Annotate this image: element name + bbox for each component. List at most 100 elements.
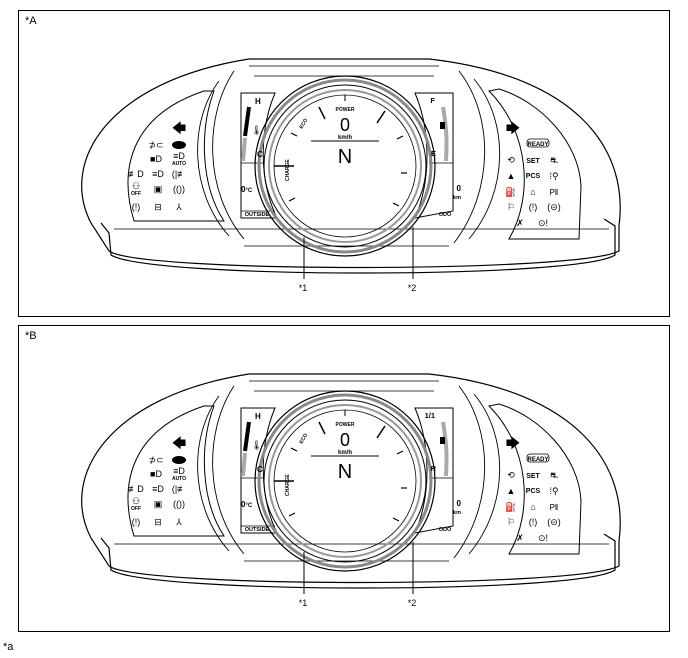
master-warning-icon: ▲ [507,171,516,181]
footnote: *a [3,641,14,653]
low-fuel-icon: ⛽ [505,501,516,512]
speed-value: 0 [340,430,350,450]
callout-2: *2 [408,598,417,608]
front-fog-icon: ≢D [128,484,144,494]
temp-low-label: C [257,150,263,159]
high-beam-icon: ■D [150,469,162,479]
callout-2: *2 [408,283,417,293]
left-turn-signal-icon: 🡄 [172,120,186,136]
odometer-unit: km [453,510,461,516]
abs-icon: (⊝) [547,517,561,527]
cruise-control-icon: ⟲ [507,155,515,165]
cruise-set-label: SET [526,158,540,165]
lower-flange [100,533,616,589]
brake-warning-icon: (!) [132,517,141,527]
parking-assist-icon: P⦀ [550,188,559,197]
dial-power-label: POWER [336,107,355,113]
seatbelt-reminder-icon: ⅄ [175,202,182,212]
fuel-level-bar [441,421,449,477]
vsc-off-icon: ⚇ [132,496,140,506]
slip-indicator-icon: ▣ [154,499,163,509]
temp-high-label: H [255,412,261,421]
auto-headlight-icon: ≡D [173,466,185,476]
slip-indicator-icon: ▣ [154,184,163,194]
dial-power-label: POWER [336,422,355,428]
callout-1: *1 [299,283,308,293]
clearance-lamp-icon: ⊅⊂ [148,140,163,150]
ev-mode-icon [172,141,186,149]
odo-label: ODO [439,527,452,533]
cruise-control-icon: ⟲ [507,470,515,480]
coolant-temp-icon: 🌡 [251,125,262,135]
brake-hold-icon: (()) [173,184,185,194]
rear-fog-icon: (|≢ [172,169,186,179]
dial-charge-label: CHARGE [285,159,291,181]
ready-indicator-label: READY [527,457,548,463]
power-steering-icon: ⊙! [538,533,548,543]
dial-outer-ring [254,75,436,257]
dial-charge-label: CHARGE [285,474,291,496]
coolant-temp-icon: 🌡 [251,440,262,450]
right-warning-panel [487,88,582,240]
odometer-unit: km [453,195,461,201]
fuel-pump-icon [440,437,445,444]
pcs-label: PCS [526,488,541,495]
left-warning-panel [127,405,225,537]
ready-indicator [526,138,550,148]
panel-label: *B [25,330,37,342]
fuel-bottom-label: E [431,149,436,158]
headlight-leveling-icon: ≡D [152,169,164,179]
vsc-off-icon: ⚇ [132,181,140,191]
ready-indicator-label: READY [527,142,548,148]
airbag-icon: ✗ [516,533,524,543]
check-engine-icon: ⌂ [530,187,535,197]
temperature-level-bar [243,106,251,137]
temp-high-label: H [255,97,261,106]
left-turn-signal-icon: 🡄 [172,435,186,451]
instrument-cluster: POWER ECO CHARGE 0 km/h N H C 🌡 0°C OUTS… [81,373,621,608]
callout-1: *1 [299,598,308,608]
temp-low-label: C [257,465,263,474]
svg-text:AUTO: AUTO [172,161,186,167]
svg-text:AUTO: AUTO [172,476,186,482]
gear-indicator: N [338,146,352,168]
panel-b: *B [18,325,670,632]
master-warning-icon: ▲ [507,486,516,496]
headlight-leveling-icon: ≡D [152,484,164,494]
lane-departure-icon: ⛐ [550,155,558,165]
power-steering-icon: ⊙! [538,218,548,228]
speed-unit: km/h [338,450,352,456]
brake-warning-icon: (!) [132,202,141,212]
dial-eco-label: ECO [299,118,310,130]
fuel-level-bar [441,106,449,162]
odometer-value: 0 [457,184,462,193]
outside-label: OUTSIDE [245,527,270,533]
low-fuel-icon: ⛽ [505,186,516,197]
outside-label: OUTSIDE [245,212,270,218]
right-warning-panel [487,403,582,555]
charging-system-icon: ⊟ [154,517,162,527]
clearance-lamp-icon: ⊅⊂ [148,455,163,465]
panel-label: *A [25,15,37,27]
svg-text:OFF: OFF [131,191,141,197]
speed-value: 0 [340,115,350,135]
charging-system-icon: ⊟ [154,202,162,212]
open-door-icon: ⚐ [507,517,515,527]
fuel-pump-icon [440,122,445,129]
tire-pressure-icon: (!) [529,517,538,527]
pcs-label: PCS [526,173,541,180]
dial-eco-label: ECO [299,433,310,445]
airbag-icon: ✗ [516,218,524,228]
odo-label: ODO [439,212,452,218]
fuel-top-label: F [430,96,435,105]
ready-indicator [526,453,550,463]
seatbelt-reminder-icon: ⅄ [175,517,182,527]
right-turn-signal-icon: 🡆 [506,120,520,136]
odometer-value: 0 [457,499,462,508]
outside-temp-value: 0°C [241,185,253,194]
driver-attention-icon: ⁞⚲ [549,171,558,181]
open-door-icon: ⚐ [507,202,515,212]
gear-indicator: N [338,461,352,483]
brake-hold-icon: (()) [173,499,185,509]
rear-fog-icon: (|≢ [172,484,186,494]
